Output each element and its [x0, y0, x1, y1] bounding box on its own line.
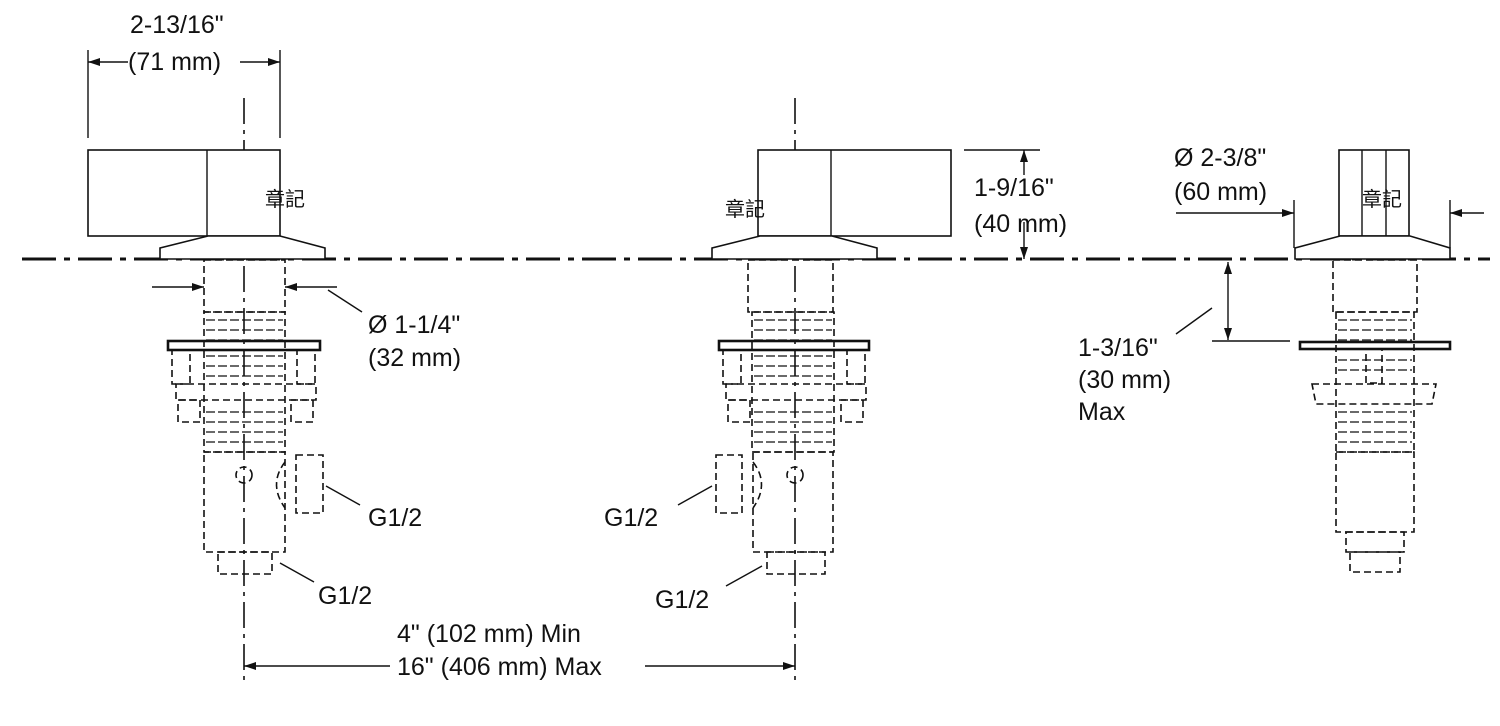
handle-width-imperial: 2-13/16"	[130, 11, 224, 39]
left-bottom-leader	[279, 562, 315, 583]
spacing-max: 16" (406 mm) Max	[397, 653, 602, 681]
middle-side-connection: G1/2	[604, 504, 658, 532]
dim-diverter-diameter	[1176, 200, 1484, 248]
diverter-dia-imperial: Ø 2-3/8"	[1174, 144, 1266, 172]
left-side-connection: G1/2	[368, 504, 422, 532]
middle-handle	[757, 149, 952, 237]
deck-thickness-imperial: 1-3/16"	[1078, 334, 1158, 362]
deck-thickness-max: Max	[1078, 398, 1126, 426]
handle-height-imperial: 1-9/16"	[974, 174, 1054, 202]
deck-thickness-metric: (30 mm)	[1078, 366, 1171, 394]
dim-shank-diameter	[152, 283, 363, 313]
left-bottom-connection: G1/2	[318, 582, 372, 610]
left-mark: 章記	[265, 187, 305, 211]
diverter-handle	[1338, 149, 1410, 237]
handle-width-metric: (71 mm)	[128, 48, 221, 76]
middle-bottom-leader	[725, 565, 763, 587]
dim-spacing	[244, 662, 795, 670]
left-side-leader	[325, 485, 361, 506]
middle-bottom-connection: G1/2	[655, 586, 709, 614]
dim-deck-thickness	[1175, 262, 1290, 342]
shank-dia-metric: (32 mm)	[368, 344, 461, 372]
diverter-dia-metric: (60 mm)	[1174, 178, 1267, 206]
middle-side-leader	[677, 485, 713, 506]
dim-handle-width	[87, 50, 281, 138]
right-mark: 章記	[1362, 187, 1402, 211]
middle-valve	[711, 149, 952, 575]
handle-height-metric: (40 mm)	[974, 210, 1067, 238]
right-diverter	[1294, 149, 1452, 573]
middle-mark: 章記	[725, 197, 765, 221]
left-valve	[87, 149, 326, 575]
shank-dia-imperial: Ø 1-1/4"	[368, 311, 460, 339]
spacing-min: 4" (102 mm) Min	[397, 620, 581, 648]
dim-handle-height	[964, 149, 1040, 259]
left-handle	[87, 149, 281, 237]
